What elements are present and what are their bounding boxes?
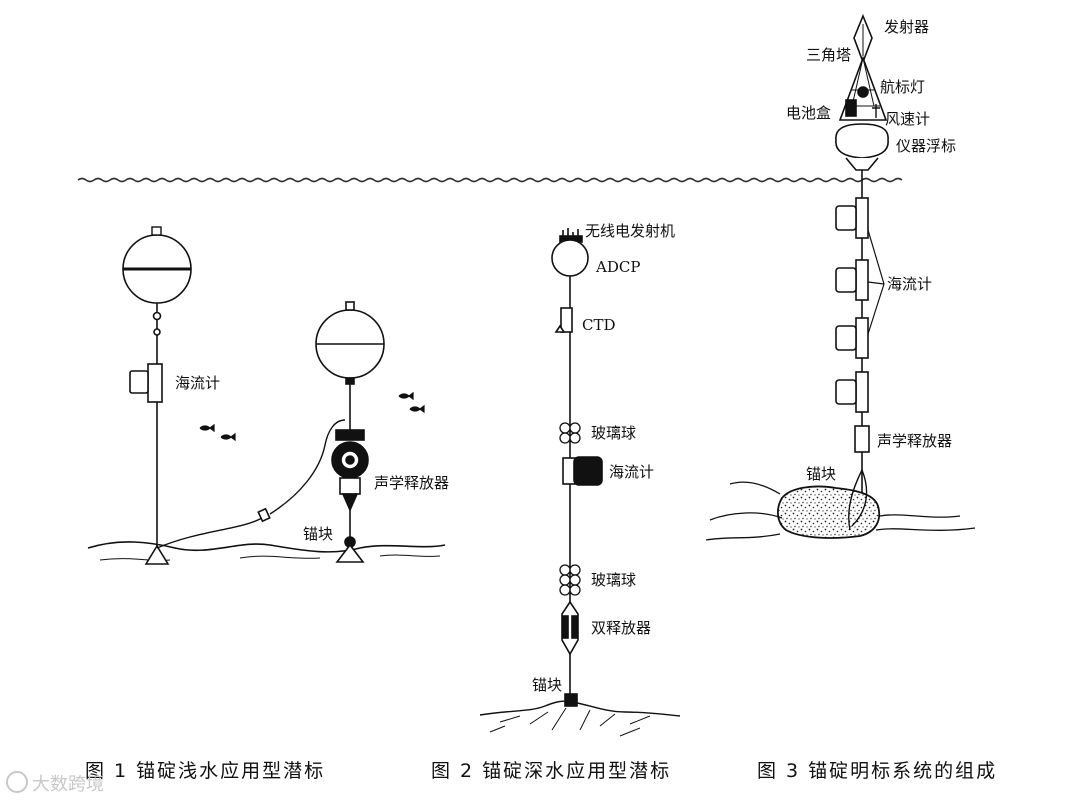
fig3-anemometer-label: 风速计 [885,110,931,128]
fig1-seabed [87,541,446,553]
fig3-acoustic-release [854,425,870,453]
fig3-seabed [705,481,976,541]
fig3-triangle-tower-label: 三角塔 [806,46,852,64]
fig2-lower-glass-balls [559,564,581,596]
fig1-current-meter-label: 海流计 [175,374,221,392]
fig2-anchor [564,693,578,707]
sea-surface [77,177,903,183]
fig3-caption: 图 3 锚碇明标系统的组成 [757,760,998,782]
fig3-acoustic-release-label: 声学释放器 [877,432,953,450]
fig2-ctd-label: CTD [582,316,616,334]
fig3-anchor-label: 锚块 [806,465,837,483]
fig1-left-anchor [144,544,170,565]
fig1-right-anchor [335,543,365,563]
fig3-instrument-buoy [835,123,889,159]
fig3-transmitter-label: 发射器 [884,18,930,36]
fig2-antenna [562,228,579,239]
fig2-current-meter [562,456,603,486]
fig2-top-buoy [551,239,589,277]
fig2-radio-transmitter-label: 无线电发射机 [585,222,676,240]
fig3-navigation-light-label: 航标灯 [880,78,926,96]
fig2-seabed [479,700,681,717]
fig3-battery-box [845,99,857,117]
fig3-anchor-block [777,485,881,539]
fig2-seabed-hatch [489,707,651,737]
fig1-current-meter [147,363,163,403]
fig2-lower-glass-ball-label: 玻璃球 [591,571,637,589]
fig1-acoustic-release-label: 声学释放器 [374,474,450,492]
fig2-current-meter-label: 海流计 [609,463,655,481]
fig3-current-meters [835,197,869,413]
figure-3 [705,13,976,541]
fig3-battery-box-label: 电池盒 [786,104,832,122]
fig2-caption: 图 2 锚碇深水应用型潜标 [431,760,672,782]
fig2-upper-glass-ball-label: 玻璃球 [591,424,637,442]
fig2-anchor-label: 锚块 [532,676,563,694]
fig3-instrument-buoy-label: 仪器浮标 [896,137,957,155]
figure-2 [479,228,681,737]
fig1-ground-line [156,419,346,549]
fig2-dual-release-label: 双释放器 [591,619,652,637]
fig2-dual-release [561,600,579,656]
fig1-caption: 图 1 锚碇浅水应用型潜标 [85,760,326,782]
fig3-navigation-light [857,86,869,98]
fig2-ctd [560,307,573,333]
fig2-upper-glass-balls [559,422,581,444]
watermark: 大数跨境 [6,770,104,796]
watermark-text: 大数跨境 [32,774,104,795]
fig3-current-meter-label: 海流计 [887,275,933,293]
fig1-fish-group [199,391,425,442]
fig3-anemometer [872,104,880,118]
fig2-adcp-label: ADCP [596,258,641,276]
fig1-acoustic-release [331,429,369,512]
figure-1 [87,226,446,565]
watermark-logo-icon [6,771,28,793]
fig1-anchor-label: 锚块 [303,525,334,543]
